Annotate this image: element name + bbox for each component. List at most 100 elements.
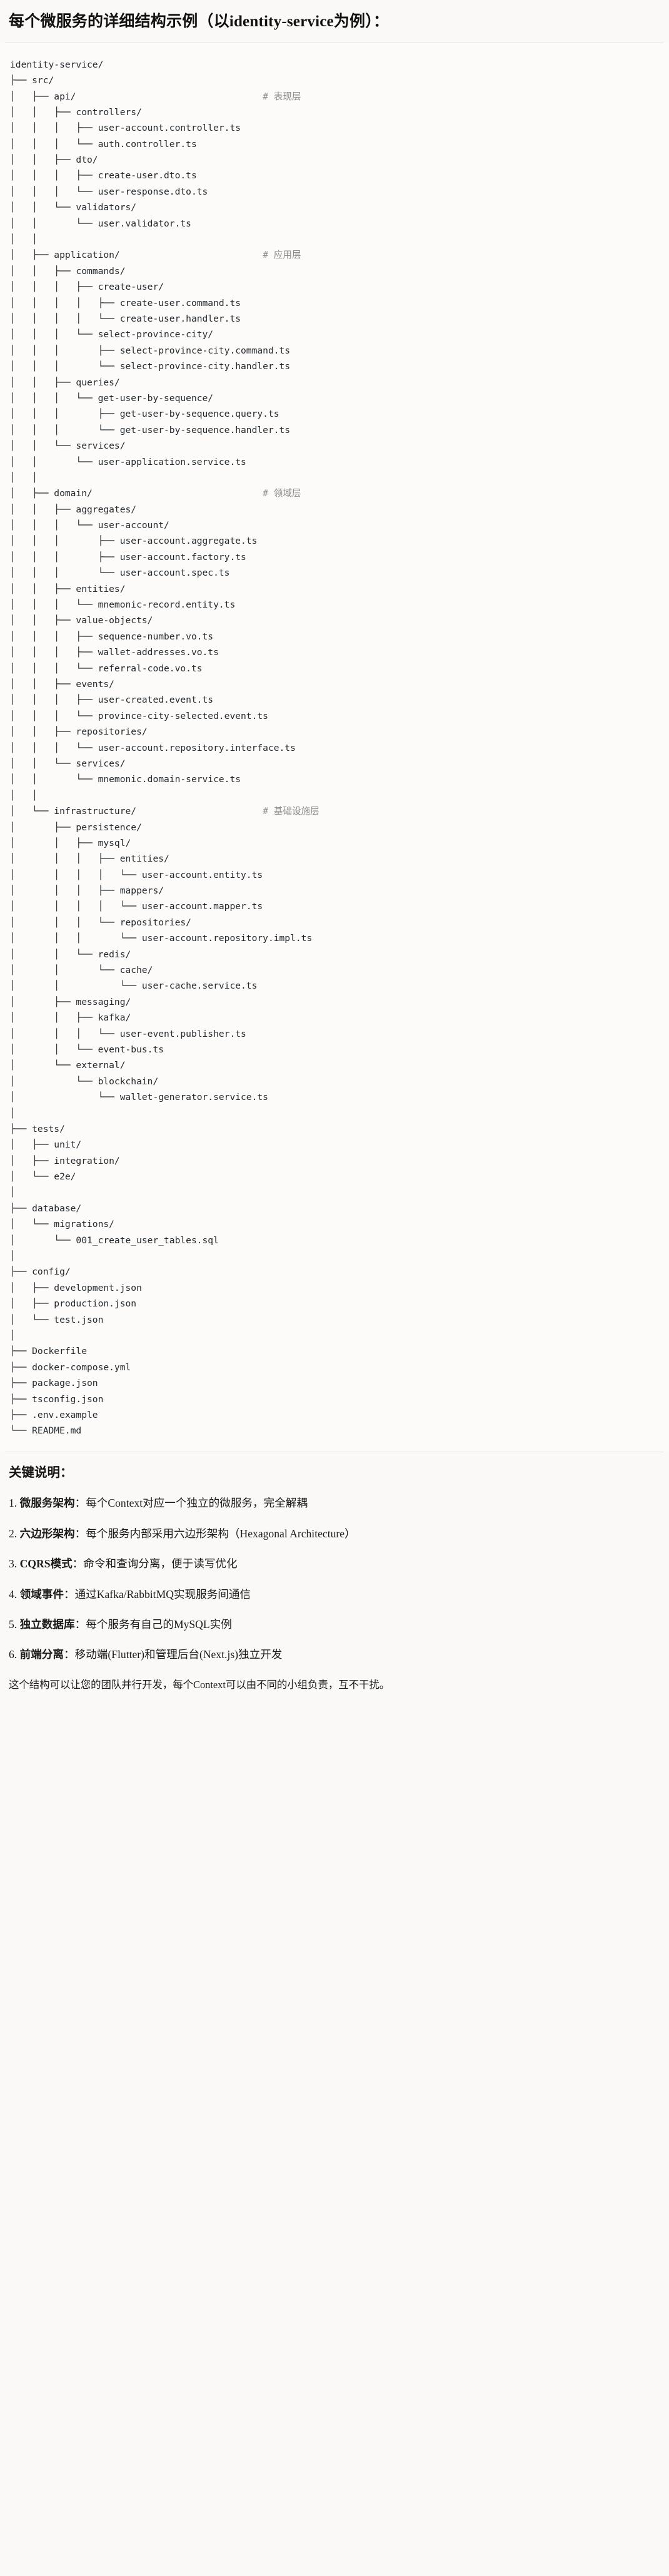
- tree-line: │ │ │ └── user-event.publisher.ts: [10, 1028, 246, 1039]
- key-note-separator: ：: [63, 1648, 75, 1661]
- tree-line: │ │ │ └── user-account.spec.ts: [10, 568, 230, 579]
- key-note-separator: ：: [63, 1587, 75, 1601]
- tree-line: │ ├── unit/: [10, 1139, 82, 1151]
- key-note-term: 领域事件: [19, 1587, 64, 1601]
- key-note-description: 移动端(Flutter)和管理后台(Next.js)独立开发: [74, 1648, 283, 1661]
- tree-line: ├── package.json: [10, 1378, 98, 1389]
- tree-line: │ │ └── validators/: [10, 202, 137, 213]
- tree-line: │ └── migrations/: [10, 1219, 114, 1230]
- tree-line: │ │ ├── events/: [10, 678, 114, 690]
- tree-line: │ │ ├── value-objects/: [10, 615, 153, 626]
- page-title: 每个微服务的详细结构示例（以identity-service为例）：: [9, 13, 390, 30]
- tree-line: ├── config/: [10, 1266, 71, 1278]
- tree-line: ├── tests/: [10, 1123, 65, 1134]
- key-note-description: 通过Kafka/RabbitMQ实现服务间通信: [74, 1587, 251, 1601]
- tree-line-comment: # 基础设施层: [263, 806, 319, 817]
- tree-line: │ └── infrastructure/ # 基础设施层: [10, 806, 319, 817]
- tree-line-comment: # 应用层: [263, 250, 301, 261]
- tree-line: │ │ │ │ ├── create-user.command.ts: [10, 297, 241, 308]
- tree-line: │ │ ├── dto/: [10, 155, 98, 166]
- tree-line: │: [10, 1107, 16, 1119]
- tree-line: │ │ ├── commands/: [10, 265, 126, 277]
- key-note-number: 5.: [9, 1617, 20, 1631]
- tree-line: │ │ │ └── user-account/: [10, 520, 169, 531]
- tree-line: │ │ │ └── user-account.repository.impl.t…: [10, 933, 313, 944]
- tree-line: │ │ │ └── auth.controller.ts: [10, 138, 197, 150]
- tree-line: │ │ │ ├── user-account.controller.ts: [10, 123, 241, 134]
- tree-line: │ │ ├── controllers/: [10, 106, 142, 118]
- tree-line: │ ├── api/ # 表现层: [10, 91, 301, 102]
- key-note-term: 前端分离: [19, 1648, 64, 1661]
- key-note-description: 每个服务内部采用六边形架构（Hexagonal Architecture）: [86, 1527, 356, 1540]
- tree-line: ├── Dockerfile: [10, 1346, 88, 1357]
- tree-line-comment: # 领域层: [263, 488, 301, 499]
- directory-tree: identity-service/ ├── src/ │ ├── api/ # …: [10, 57, 659, 1439]
- tree-line: │ ├── domain/ # 领域层: [10, 488, 301, 499]
- key-note-number: 1.: [9, 1497, 20, 1510]
- tree-line: │ │ │ ├── select-province-city.command.t…: [10, 345, 291, 356]
- tree-line: │ │ │ ├── user-account.aggregate.ts: [10, 536, 258, 547]
- key-note-item: 2. 六边形架构：每个服务内部采用六边形架构（Hexagonal Archite…: [9, 1525, 660, 1542]
- tree-line: │ ├── application/ # 应用层: [10, 250, 301, 261]
- tree-line: │: [10, 1330, 16, 1341]
- tree-line: │ │ │ └── province-city-selected.event.t…: [10, 710, 268, 721]
- tree-line: ├── .env.example: [10, 1409, 98, 1420]
- tree-line: │ │ │ └── user-response.dto.ts: [10, 186, 208, 197]
- key-note-separator: ：: [74, 1617, 86, 1631]
- tree-line: │ ├── integration/: [10, 1155, 120, 1166]
- tree-line: │ │ └── services/: [10, 758, 126, 769]
- tree-line: │ │ └── user.validator.ts: [10, 218, 191, 229]
- tree-line: └── README.md: [10, 1425, 82, 1437]
- tree-line: │ │ ├── aggregates/: [10, 504, 137, 515]
- tree-line: │ │ │ ├── create-user.dto.ts: [10, 170, 197, 181]
- tree-line: │ │ │ ├── mappers/: [10, 885, 164, 897]
- key-note-number: 3.: [9, 1557, 20, 1571]
- document-page: 每个微服务的详细结构示例（以identity-service为例）： ident…: [0, 13, 669, 1709]
- key-note-number: 6.: [9, 1648, 20, 1661]
- tree-line: │ │ │ ├── create-user/: [10, 282, 164, 293]
- tree-line: │ │ │ ├── user-account.factory.ts: [10, 551, 246, 563]
- tree-line: │ │ │ └── referral-code.vo.ts: [10, 663, 203, 674]
- tree-line: │ │ ├── kafka/: [10, 1012, 131, 1024]
- tree-line: │ │ └── user-cache.service.ts: [10, 980, 258, 992]
- tree-line: │ │ ├── mysql/: [10, 837, 131, 848]
- tree-line: │ └── wallet-generator.service.ts: [10, 1092, 268, 1103]
- tree-line: │ └── test.json: [10, 1314, 104, 1325]
- tree-line: │ │ ├── repositories/: [10, 726, 148, 738]
- tree-line: │: [10, 1187, 16, 1198]
- tree-line: │ │ │ ├── get-user-by-sequence.query.ts: [10, 409, 279, 420]
- key-note-item: 5. 独立数据库：每个服务有自己的MySQL实例: [9, 1616, 660, 1632]
- tree-line: │ └── 001_create_user_tables.sql: [10, 1235, 219, 1246]
- tree-line-comment: # 表现层: [263, 91, 301, 102]
- tree-line: │ │ └── services/: [10, 440, 126, 452]
- tree-line: │ │ │ └── select-province-city.handler.t…: [10, 361, 291, 372]
- tree-line: │ │ │ │ └── user-account.mapper.ts: [10, 901, 263, 912]
- directory-tree-block: identity-service/ ├── src/ │ ├── api/ # …: [0, 43, 669, 1452]
- key-note-description: 命令和查询分离，便于读写优化: [83, 1557, 238, 1571]
- tree-line: │ └── blockchain/: [10, 1076, 159, 1087]
- key-note-description: 每个服务有自己的MySQL实例: [86, 1617, 232, 1631]
- key-notes-closing: 这个结构可以让您的团队并行开发，每个Context可以由不同的小组负责，互不干扰…: [9, 1678, 390, 1691]
- tree-line: │ ├── persistence/: [10, 822, 142, 833]
- tree-line: │ │ │ └── get-user-by-sequence/: [10, 392, 214, 404]
- tree-line: │ │ ├── entities/: [10, 583, 126, 594]
- key-note-term: 六边形架构: [19, 1527, 75, 1540]
- tree-line: │ │ │ └── select-province-city/: [10, 329, 214, 340]
- tree-line: ├── database/: [10, 1203, 82, 1214]
- tree-line: identity-service/: [10, 59, 104, 70]
- tree-line: │ │ ├── queries/: [10, 377, 120, 388]
- tree-line: │ ├── messaging/: [10, 996, 131, 1007]
- tree-line: │ │ │ ├── user-created.event.ts: [10, 695, 214, 706]
- key-note-separator: ：: [74, 1527, 86, 1540]
- tree-line: │ │ └── user-application.service.ts: [10, 456, 246, 467]
- tree-line: │ │ │ ├── entities/: [10, 853, 169, 865]
- key-note-term: 独立数据库: [19, 1617, 75, 1631]
- tree-line: │ ├── production.json: [10, 1298, 137, 1310]
- tree-line: │: [10, 1251, 16, 1262]
- key-note-item: 4. 领域事件：通过Kafka/RabbitMQ实现服务间通信: [9, 1586, 660, 1602]
- tree-line: │ │ └── mnemonic.domain-service.ts: [10, 774, 241, 785]
- tree-line: ├── tsconfig.json: [10, 1393, 104, 1405]
- tree-line: │ └── external/: [10, 1060, 126, 1071]
- tree-line: │ │ │ └── user-account.repository.interf…: [10, 742, 296, 753]
